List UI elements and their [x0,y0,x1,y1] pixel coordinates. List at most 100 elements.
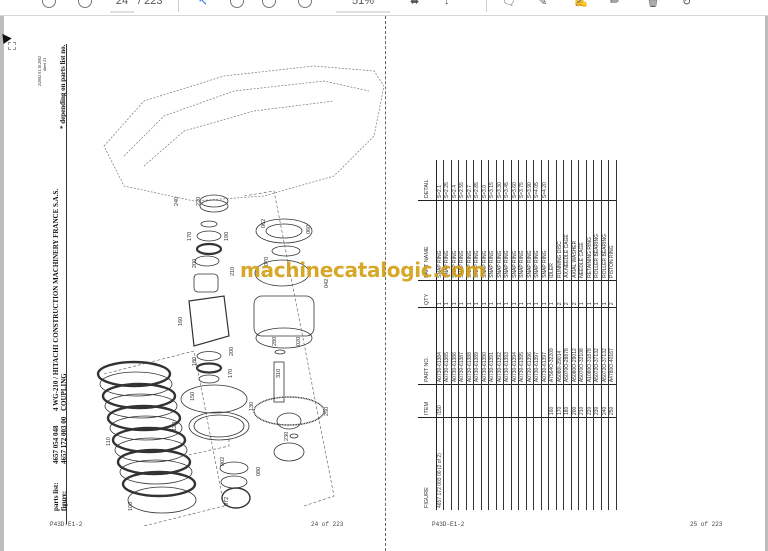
cell-part-no: A5072O-37132 [593,307,601,385]
cell-detail: S=2.85 [473,160,481,201]
next-page-button[interactable] [78,0,92,10]
cell-qty: 1 [436,280,444,308]
cell-qty: 1 [458,280,466,308]
fit-page-icon: ⬌ [410,0,420,8]
col-detail: DETAIL [418,160,436,201]
cell-qty: 1 [601,280,609,308]
cell-item [466,384,474,418]
page-number-input[interactable]: 24 [115,0,129,7]
document-viewer[interactable] [0,16,768,551]
fit-page-button[interactable]: ⬌ [410,0,419,10]
cell-qty: 1 [578,280,586,308]
cell-part-no: A5070O-32108 [578,307,586,385]
scroll-mode-button[interactable]: ↓ [444,0,450,10]
cell-part-no: A5072O-37132 [601,307,609,385]
pen-icon: ✏ [610,0,620,8]
cell-qty: 1 [593,280,601,308]
toolbar-divider [486,0,487,12]
scroll-edge-left [0,16,4,551]
zoom-in-button[interactable] [262,0,276,10]
cell-qty: 1 [503,280,511,308]
diagram-label: 062 [261,218,267,228]
highlight-button[interactable]: ✎ [538,0,547,10]
diagram-label: 200 [229,346,235,356]
cell-detail [563,160,571,201]
cell-part-no: A0730-61397 [533,307,541,385]
cell-part-name: IDLER [548,200,556,281]
cell-detail [608,160,616,201]
cell-figure [548,417,556,510]
header-rule [66,44,67,524]
cell-figure [473,417,481,510]
cell-part-name: SNAP RING [496,200,504,281]
cell-qty: 1 [511,280,519,308]
zoom-level-select[interactable]: 51% [351,0,375,7]
highlight-icon: ✎ [538,0,548,8]
cell-part-no: A0730-61385 [443,307,451,385]
cell-figure [571,417,579,510]
diagram-label: 120 [172,421,178,431]
diagram-label: 190 [224,231,230,241]
pen-button[interactable]: ✏ [610,0,619,10]
diagram-label: 170 [228,368,234,378]
cell-qty: 1 [496,280,504,308]
cell-item [533,384,541,418]
col-item: ITEM [418,384,436,418]
parts-list-number: 4657 054 048 [52,425,60,465]
cell-figure [533,417,541,510]
cell-figure [496,417,504,510]
cell-part-name: SNAP RING [503,200,511,281]
cell-detail [601,160,609,201]
cell-part-no: A0730-61387 [458,307,466,385]
cell-qty: 1 [466,280,474,308]
cell-detail: S=3.0 [481,160,489,201]
scrollbar[interactable] [765,16,768,551]
scroll-icon: ↓ [444,0,450,7]
selection-box [8,42,16,50]
cell-part-no: A0730-61397 [541,307,549,385]
cell-detail: S=2.55 [458,160,466,201]
select-tool-button[interactable]: ↖ [198,0,208,10]
cell-detail: S=2.7 [466,160,474,201]
info-button[interactable] [298,0,312,10]
sign-button[interactable]: ✍ [574,0,588,10]
cell-detail: S=3.60 [511,160,519,201]
cell-part-no: A7564O-32209 [548,307,556,385]
cell-detail [548,160,556,201]
cell-part-no: A5070O-28878 [563,307,571,385]
table-header-row: FIGURE ITEM PART NO. QTY PART NAME DETAI… [418,160,436,510]
cell-qty: 1 [518,280,526,308]
cell-part-name: SNAP RING [511,200,519,281]
cell-figure [458,417,466,510]
cell-item: 200 [571,384,579,418]
page-divider [385,16,386,551]
prev-page-button[interactable] [42,0,56,10]
cell-figure [481,417,489,510]
diagram-label: 080 [256,466,262,476]
diagram-label: 020 [296,336,302,346]
parts-table-container: FIGURE ITEM PART NO. QTY PART NAME DETAI… [418,160,617,510]
zoom-out-button[interactable] [230,0,244,10]
rotate-button[interactable]: ↻ [682,0,691,10]
cell-item [451,384,459,418]
parts-list-description: 4 WG-210 / HITACHI CONSTRUCTION MACHINER… [52,188,60,411]
cell-detail: S=2.4 [451,160,459,201]
footer-code: P43D-E1-2 [50,521,83,528]
exploded-parts-diagram: 240 220 170 190 200 210 160 062 060 070 … [84,56,385,527]
cell-part-no: A1080O-31878 [586,307,594,385]
cell-detail: S=4.05 [533,160,541,201]
delete-button[interactable]: 🗑 [646,0,660,10]
toolbar-divider [178,0,179,12]
comment-button[interactable]: 🗨 [502,0,516,10]
cell-qty: 1 [541,280,549,308]
diagram-label: 180 [192,356,198,366]
cell-qty: 1 [548,280,556,308]
cell-part-no: A0730-61392 [496,307,504,385]
cell-part-no: A0730-61388 [466,307,474,385]
